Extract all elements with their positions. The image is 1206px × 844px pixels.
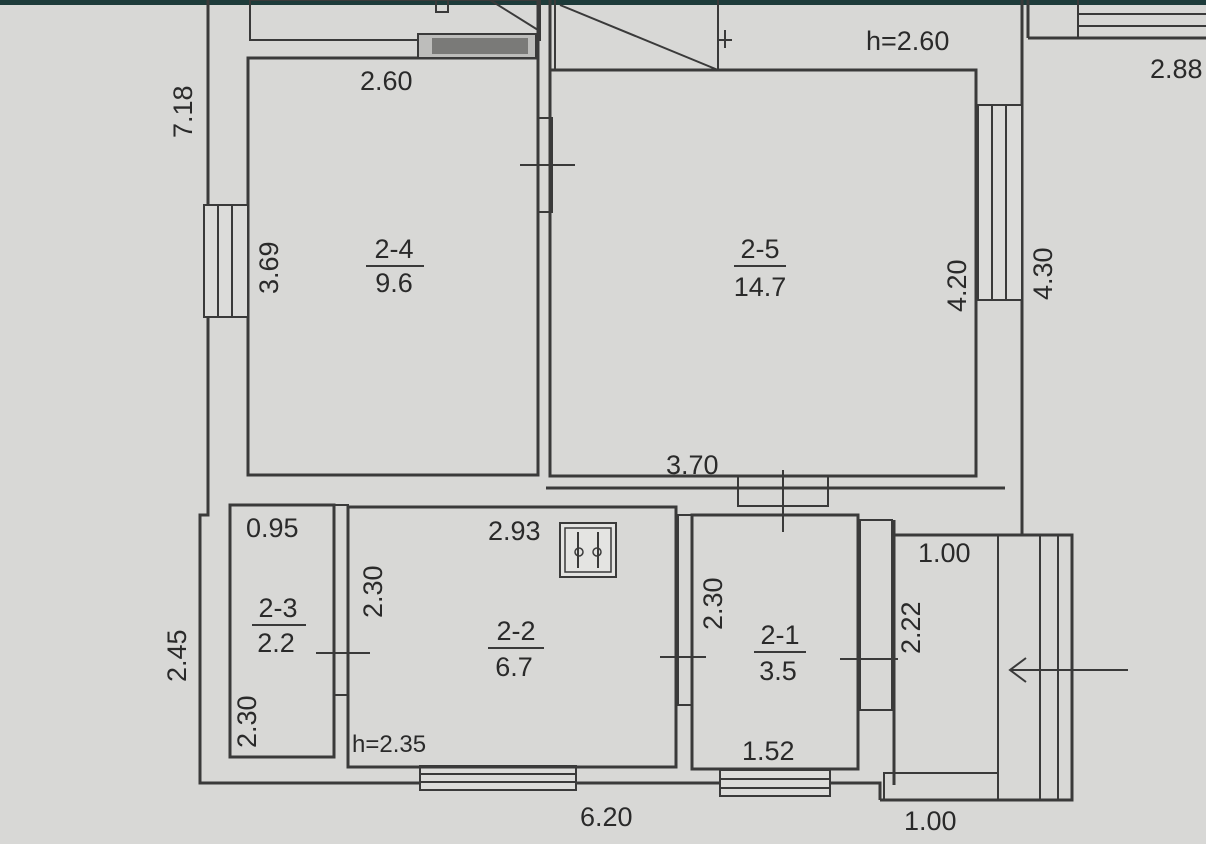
room-area: 6.7	[495, 652, 533, 682]
window-bottom-2-1	[719, 769, 831, 797]
dim-room-2-1-right: 2.22	[896, 601, 926, 654]
room-id: 2-1	[760, 620, 799, 650]
dim-outer-right: 4.30	[1028, 247, 1058, 300]
dim-lower-left: 2.45	[162, 629, 192, 682]
top-edge-band	[0, 0, 1206, 5]
ceiling-height-upper: h=2.60	[866, 26, 949, 56]
dim-overall-left: 7.18	[168, 85, 198, 138]
ceiling-height-lower: h=2.35	[352, 731, 426, 758]
room-id: 2-3	[258, 593, 297, 623]
dim-room-2-5-right: 4.20	[942, 259, 972, 312]
room-id: 2-2	[496, 616, 535, 646]
room-label-2-4: 2-4 9.6	[366, 234, 424, 298]
dim-porch-bottom: 1.00	[904, 806, 957, 836]
dim-room-2-3-top: 0.95	[246, 513, 299, 543]
room-id: 2-5	[740, 234, 779, 264]
room-area: 2.2	[257, 628, 295, 658]
doors	[520, 117, 829, 532]
dim-room-2-1-left: 2.30	[698, 577, 728, 630]
dim-overall-bottom: 6.20	[580, 802, 633, 832]
room-label-2-5: 2-5 14.7	[734, 234, 787, 302]
entry-arrow-icon	[1008, 657, 1128, 683]
dim-room-2-2-top: 2.93	[488, 516, 541, 546]
radiator-fill	[432, 38, 528, 54]
room-label-2-2: 2-2 6.7	[488, 616, 544, 682]
stove-icon	[559, 522, 617, 578]
dim-room-2-3-bottom-left: 2.30	[232, 695, 262, 748]
room-area: 3.5	[759, 656, 797, 686]
dim-room-2-3-right: 2.30	[358, 565, 388, 618]
vent-icon	[435, 0, 449, 13]
top-fixtures	[249, 0, 1206, 71]
lower-partitions	[316, 504, 898, 785]
room-area: 9.6	[375, 268, 413, 298]
dim-porch-top: 1.00	[918, 538, 971, 568]
room-label-2-3: 2-3 2.2	[252, 593, 306, 658]
dim-room-2-4-left: 3.69	[254, 241, 284, 294]
dim-room-2-4-top: 2.60	[360, 66, 413, 96]
dim-room-2-5-bottom: 3.70	[666, 450, 719, 480]
window-right	[977, 104, 1023, 301]
dim-room-2-1-bottom: 1.52	[742, 736, 795, 766]
window-bottom-2-2	[419, 765, 577, 791]
room-area: 14.7	[734, 272, 787, 302]
porch	[880, 533, 1074, 802]
outer-walls	[198, 0, 1206, 800]
dim-top-right-cut: 2.88	[1150, 54, 1203, 84]
window-left	[203, 204, 249, 318]
room-id: 2-4	[374, 234, 413, 264]
room-label-2-1: 2-1 3.5	[754, 620, 806, 686]
